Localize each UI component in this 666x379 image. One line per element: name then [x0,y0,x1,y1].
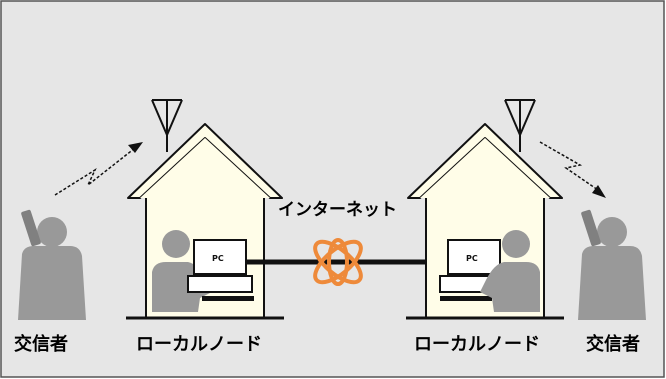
node-right-label: ローカルノード [414,334,540,355]
radio-wave-right-arrowhead [592,185,606,198]
radio-wave-left-arrowhead [128,142,143,153]
node-left-label: ローカルノード [136,334,262,355]
user-right-label: 交信者 [586,334,640,355]
operator-right [480,230,540,312]
pc-left [187,239,254,301]
pc-right-label: PC [466,254,478,263]
internet-symbol [313,238,363,286]
user-left-label: 交信者 [14,334,68,355]
radio-user-left [18,209,86,320]
radio-user-right [578,209,646,320]
internet-label: インターネット [278,200,397,220]
radio-wave-left [54,147,136,196]
pc-left-label: PC [212,254,224,263]
